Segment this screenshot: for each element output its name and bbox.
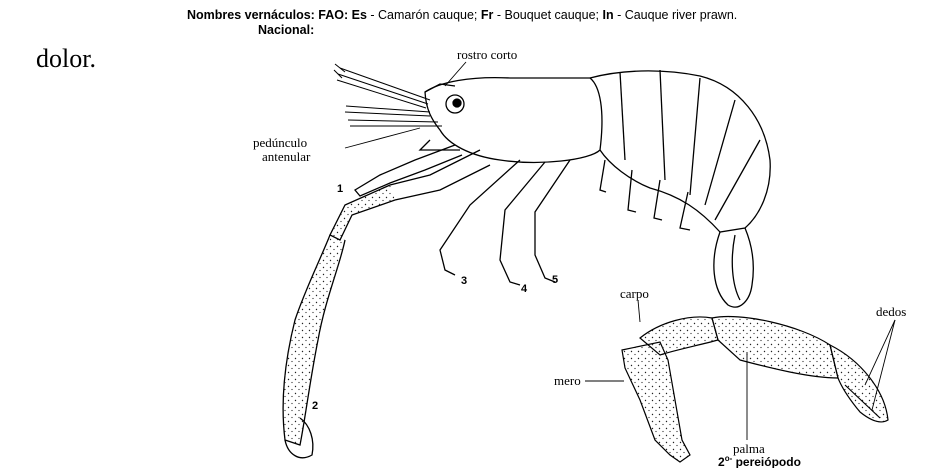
merus-label: mero [554, 373, 581, 388]
abdomen [590, 71, 770, 232]
leg-5 [535, 160, 570, 282]
leg-1 [355, 145, 462, 196]
fingers-segment [830, 345, 888, 422]
leg-number: 4 [521, 283, 528, 295]
leg-number: 1 [337, 183, 343, 195]
leg-2 [330, 150, 490, 240]
palm-label: palma [733, 441, 765, 456]
leg-number: 5 [552, 274, 558, 286]
leg-number: 2 [312, 400, 318, 412]
leg-number: 3 [461, 275, 467, 287]
prawn-body [283, 64, 770, 458]
peduncle-label-line2: antenular [262, 149, 311, 164]
cheliped-stipple [283, 235, 345, 445]
leg-4 [500, 162, 545, 285]
leader-lines [345, 62, 895, 440]
palm-segment [712, 317, 838, 378]
pereiopod-caption: 2o- pereiópodo [718, 454, 801, 468]
carpus-label: carpo [620, 286, 649, 301]
rostrum-label: rostro corto [457, 47, 517, 62]
merus-segment [622, 342, 690, 462]
leg-3 [440, 160, 520, 275]
peduncle-label-line1: pedúnculo [253, 135, 307, 150]
fingers-label: dedos [876, 304, 906, 319]
